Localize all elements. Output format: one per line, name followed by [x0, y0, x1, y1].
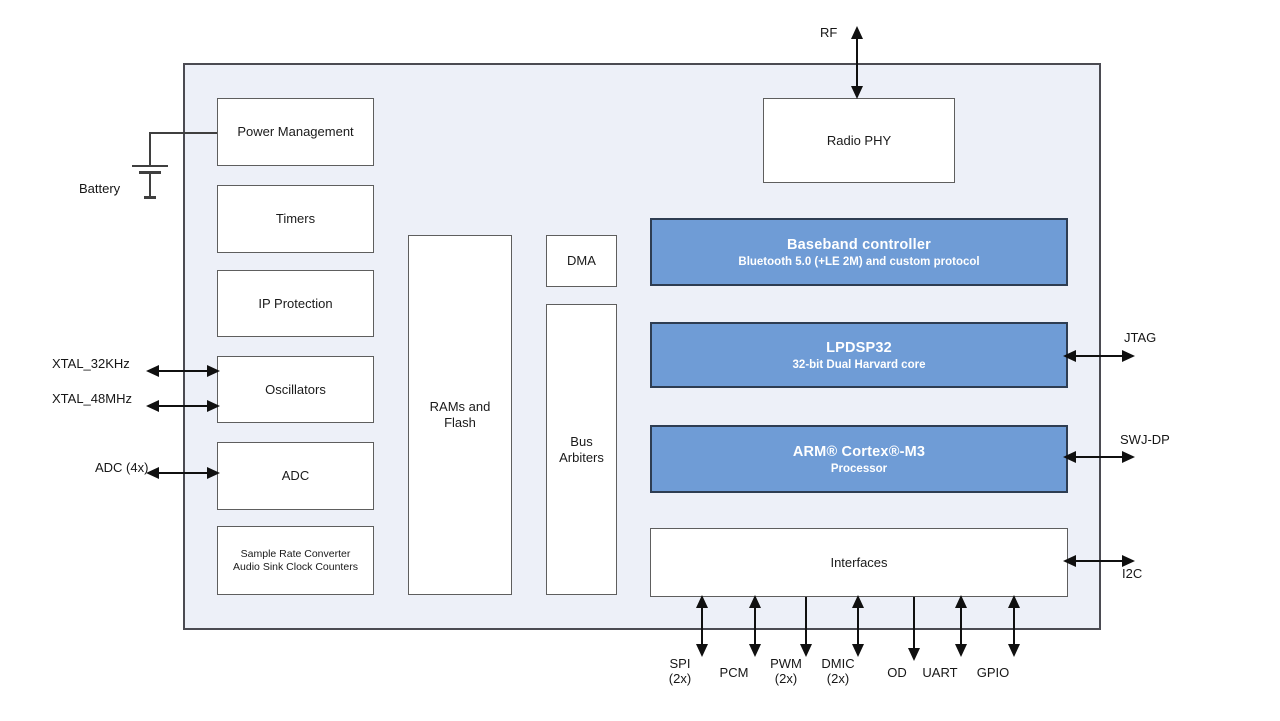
- block-adc: ADC: [217, 442, 374, 510]
- block-subtitle: Bluetooth 5.0 (+LE 2M) and custom protoc…: [738, 255, 980, 268]
- block-label: Power Management: [237, 124, 354, 139]
- block-label: DMA: [567, 253, 596, 268]
- block-radio-phy: Radio PHY: [763, 98, 955, 183]
- gpio-bidirectional-arrow: [1008, 595, 1020, 657]
- block-subtitle: Processor: [830, 462, 888, 475]
- port-label-spi: SPI (2x): [669, 656, 691, 686]
- block-label-line2: Arbiters: [559, 449, 604, 465]
- xtal48-bidirectional-arrow: [146, 400, 220, 412]
- block-interfaces: Interfaces: [650, 528, 1068, 597]
- block-baseband-controller: Baseband controller Bluetooth 5.0 (+LE 2…: [650, 218, 1068, 286]
- port-label-jtag: JTAG: [1124, 330, 1157, 345]
- block-lpdsp32: LPDSP32 32-bit Dual Harvard core: [650, 322, 1068, 388]
- block-label-line1: Bus: [570, 433, 593, 449]
- battery-plate-positive: [132, 165, 168, 167]
- block-timers: Timers: [217, 185, 374, 253]
- i2c-bidirectional-arrow: [1063, 555, 1135, 567]
- battery-wire: [150, 132, 217, 134]
- block-label: Oscillators: [265, 381, 326, 397]
- jtag-bidirectional-arrow: [1063, 350, 1135, 362]
- block-label-line1: RAMs and: [429, 399, 491, 414]
- battery-label: Battery: [79, 181, 121, 196]
- rf-bidirectional-arrow: [851, 26, 863, 99]
- port-qty: (2x): [774, 671, 798, 686]
- block-label: Interfaces: [830, 554, 888, 570]
- port-label-pcm: PCM: [720, 665, 749, 680]
- block-ip-protection: IP Protection: [217, 270, 374, 337]
- port-label-dmic: DMIC (2x): [821, 656, 854, 686]
- port-label-uart: UART: [922, 665, 957, 680]
- port-name: OD: [887, 665, 907, 680]
- block-label: IP Protection: [258, 295, 333, 311]
- battery-stem-bottom: [149, 173, 151, 197]
- pcm-bidirectional-arrow: [749, 595, 761, 657]
- block-power-management: Power Management: [217, 98, 374, 166]
- port-name: UART: [922, 665, 958, 680]
- port-name: PWM: [770, 656, 802, 671]
- block-label-line1: Sample Rate Converter: [240, 547, 351, 560]
- dmic-bidirectional-arrow: [852, 595, 864, 657]
- block-title: LPDSP32: [826, 339, 892, 356]
- port-label-xtal48: XTAL_48MHz: [52, 391, 132, 406]
- port-qty: (2x): [668, 671, 692, 686]
- port-label-xtal32: XTAL_32KHz: [52, 356, 130, 371]
- block-title: ARM® Cortex®-M3: [792, 443, 926, 460]
- block-label-line2: Audio Sink Clock Counters: [233, 560, 358, 573]
- swj-dp-bidirectional-arrow: [1063, 451, 1135, 463]
- od-output-arrow: [908, 597, 920, 661]
- block-arm-cortex-m3: ARM® Cortex®-M3 Processor: [650, 425, 1068, 493]
- port-label-pwm: PWM (2x): [770, 656, 802, 686]
- pwm-output-arrow: [800, 597, 812, 657]
- uart-bidirectional-arrow: [955, 595, 967, 657]
- block-label: Radio PHY: [826, 132, 892, 148]
- spi-bidirectional-arrow: [696, 595, 708, 657]
- block-sample-rate-converter: Sample Rate Converter Audio Sink Clock C…: [217, 526, 374, 595]
- port-name: DMIC: [821, 656, 855, 671]
- block-oscillators: Oscillators: [217, 356, 374, 423]
- port-label-i2c: I2C: [1122, 566, 1143, 581]
- block-bus-arbiters: Bus Arbiters: [546, 304, 617, 595]
- block-dma: DMA: [546, 235, 617, 287]
- port-name: SPI: [669, 656, 691, 671]
- battery-plate-negative: [139, 171, 161, 174]
- port-label-rf: RF: [820, 25, 838, 40]
- port-label-swj-dp: SWJ-DP: [1120, 432, 1170, 447]
- block-label-line2: Flash: [444, 415, 476, 430]
- block-label: Timers: [275, 211, 316, 226]
- block-subtitle: 32-bit Dual Harvard core: [792, 358, 926, 371]
- port-label-od: OD: [887, 665, 907, 680]
- block-rams-flash: RAMs and Flash: [408, 235, 512, 595]
- block-title: Baseband controller: [787, 236, 931, 253]
- battery-terminal-cap: [144, 196, 156, 199]
- block-label: ADC: [281, 468, 310, 483]
- battery-stem-top: [149, 132, 151, 166]
- adc-bidirectional-arrow: [146, 467, 220, 479]
- port-label-gpio: GPIO: [977, 665, 1010, 680]
- port-qty: (2x): [826, 671, 850, 686]
- xtal32-bidirectional-arrow: [146, 365, 220, 377]
- port-name: GPIO: [976, 665, 1010, 680]
- port-name: PCM: [719, 665, 749, 680]
- port-label-adc4x: ADC (4x): [95, 460, 149, 475]
